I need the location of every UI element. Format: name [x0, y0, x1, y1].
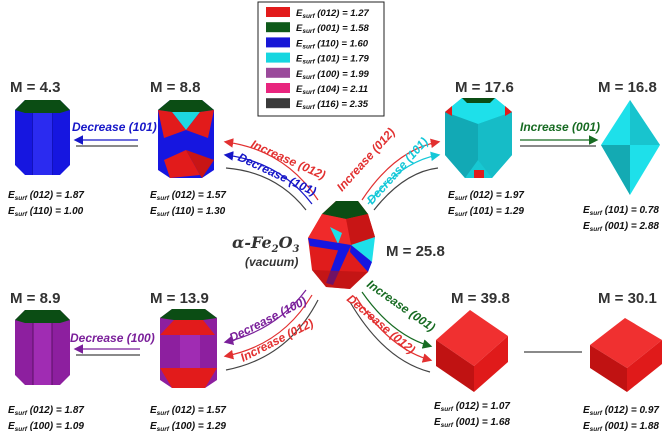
energy-caption-bl1-1: Esurf (012) = 1.87	[8, 405, 84, 417]
legend-entry: Esurf (104) = 2.11	[296, 84, 368, 96]
center-condition: (vacuum)	[245, 255, 298, 269]
energy-caption-br2-2: Esurf (001) = 1.88	[583, 421, 659, 433]
energy-caption-tl2-2: Esurf (110) = 1.30	[150, 206, 226, 218]
m-label-bl2: M = 13.9	[150, 290, 209, 307]
legend-swatch	[266, 7, 290, 17]
arrow-increase-001-br	[361, 291, 433, 349]
energy-caption-tr2-1: Esurf (101) = 0.78	[583, 205, 659, 217]
energy-caption-tr1-2: Esurf (101) = 1.29	[448, 206, 524, 218]
arrow-increase-012-tr	[361, 138, 441, 201]
energy-caption-bl1-2: Esurf (100) = 1.09	[8, 421, 84, 433]
arrow-increase-012-bl	[223, 294, 313, 360]
arrow-increase-012-tl	[223, 138, 319, 201]
label-decrease-101-top: Decrease (101)	[72, 120, 157, 134]
legend-entry: Esurf (012) = 1.27	[296, 8, 369, 20]
arrow-decrease-101-tr	[367, 151, 441, 205]
legend-swatch	[266, 98, 290, 109]
legend-entry: Esurf (001) = 1.58	[296, 23, 369, 35]
legend-entry: Esurf (116) = 2.35	[296, 99, 369, 111]
energy-caption-br1-1: Esurf (012) = 1.07	[434, 401, 510, 413]
label-decrease-100-bot: Decrease (100)	[70, 331, 155, 345]
crystal-tr1: M = 17.6	[445, 79, 514, 178]
m-label-br2: M = 30.1	[598, 290, 657, 307]
arrow-group-bl: Decrease (100)	[70, 331, 155, 356]
energy-caption-bl2-1: Esurf (012) = 1.57	[150, 405, 226, 417]
energy-caption-br2-1: Esurf (012) = 0.97	[583, 405, 659, 417]
legend-swatch	[266, 52, 290, 63]
arc-line-tl	[225, 167, 307, 211]
legend-entry: Esurf (100) = 1.99	[296, 69, 369, 81]
arc-line-br	[349, 301, 431, 373]
m-label-bl1: M = 8.9	[10, 290, 60, 307]
legend-entry: Esurf (110) = 1.60	[296, 38, 369, 50]
m-label-tr2: M = 16.8	[598, 79, 657, 96]
m-label-br1: M = 39.8	[451, 290, 510, 307]
energy-caption-tl1-1: Esurf (012) = 1.87	[8, 190, 84, 202]
crystal-tl2: M = 8.8	[150, 79, 214, 178]
m-label-tr1: M = 17.6	[455, 79, 514, 96]
arrow-decrease-100-bl	[223, 289, 307, 345]
energy-caption-tl1-2: Esurf (110) = 1.00	[8, 206, 84, 218]
energy-caption-tl2-1: Esurf (012) = 1.57	[150, 190, 226, 202]
legend-swatch	[266, 22, 290, 33]
crystal-bl2: M = 13.9	[150, 290, 217, 388]
legend-swatch	[266, 83, 290, 93]
arc-line-tr	[373, 167, 439, 211]
energy-caption-tr2-2: Esurf (001) = 2.88	[583, 221, 659, 233]
crystal-br2: M = 30.1	[590, 290, 662, 392]
crystal-tl1: M = 4.3	[10, 79, 70, 175]
center-formula: α-Fe2O3	[232, 233, 300, 255]
arrow-group-tr: Increase (001)	[520, 120, 600, 147]
crystal-bl1: M = 8.9	[10, 290, 70, 385]
energy-caption-tr1-1: Esurf (012) = 1.97	[448, 190, 524, 202]
m-label-tl2: M = 8.8	[150, 79, 200, 96]
arrow-decrease-012-br	[355, 296, 433, 363]
crystal-br1: M = 39.8	[436, 290, 510, 392]
label-increase-001-top: Increase (001)	[520, 120, 600, 134]
crystal-tr2: M = 16.8	[598, 79, 660, 195]
crystal-center	[308, 201, 375, 289]
arc-line-bl	[225, 299, 319, 371]
energy-caption-br1-2: Esurf (001) = 1.68	[434, 417, 510, 429]
arrow-decrease-101-tl	[223, 151, 313, 205]
legend-swatch	[266, 37, 290, 48]
energy-caption-bl2-2: Esurf (100) = 1.29	[150, 421, 226, 433]
m-label-tl1: M = 4.3	[10, 79, 60, 96]
arrow-group-tl: Decrease (101)	[72, 120, 157, 147]
legend-swatch	[266, 67, 290, 78]
center-m-label: M = 25.8	[386, 243, 445, 260]
legend-entry: Esurf (101) = 1.79	[296, 54, 369, 66]
